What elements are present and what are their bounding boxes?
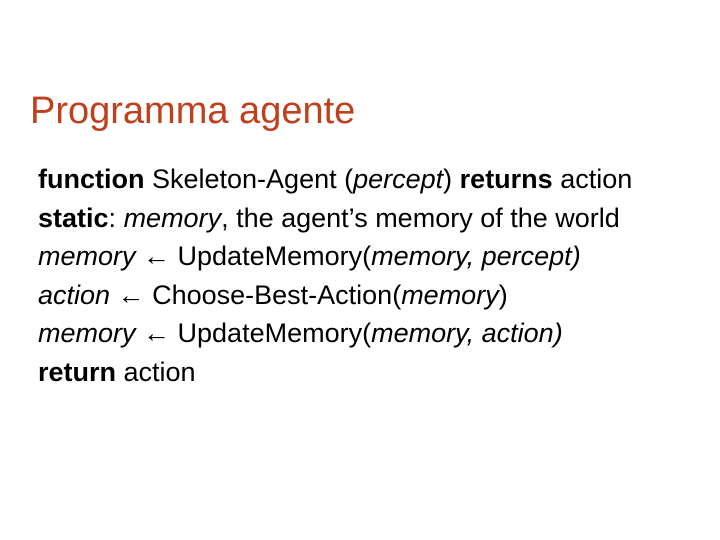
code-token: memory — [371, 318, 467, 348]
code-token: memory — [123, 202, 222, 233]
code-token: returns — [459, 164, 553, 194]
code-line-signature: function Skeleton-Agent (percept) return… — [38, 160, 686, 199]
code-token: , — [466, 318, 482, 348]
code-token: memory — [38, 241, 136, 271]
code-token: , the agent’s memory of the world — [221, 202, 620, 233]
code-token: Skeleton-Agent ( — [144, 164, 354, 194]
code-token: : — [108, 202, 124, 233]
code-token: , — [466, 241, 482, 271]
code-line-return-statement: return action — [38, 353, 686, 392]
code-token: memory — [401, 279, 499, 310]
code-token: function — [38, 164, 145, 194]
code-line-update-memory-percept: memory ← UpdateMemory(memory, percept) — [38, 237, 686, 276]
code-token: ← — [135, 318, 178, 348]
code-token: ) — [571, 241, 581, 271]
code-token: percept — [353, 164, 444, 194]
code-token: memory — [38, 318, 136, 348]
code-token: memory — [371, 241, 467, 271]
code-token: ) — [553, 318, 563, 348]
code-token: static — [38, 202, 109, 233]
code-token: ) — [498, 279, 508, 310]
code-token: ) — [443, 164, 460, 194]
code-token: action — [38, 279, 111, 310]
code-token: return — [38, 356, 117, 387]
code-token: percept — [481, 241, 572, 271]
code-token: UpdateMemory( — [177, 241, 372, 271]
code-line-update-memory-action: memory ← UpdateMemory(memory, action) — [38, 314, 686, 353]
code-token: action — [552, 164, 633, 194]
page-title: Programma agente — [30, 90, 356, 133]
code-token: Choose-Best-Action( — [152, 279, 402, 310]
code-token: UpdateMemory( — [177, 318, 372, 348]
code-token: action — [481, 318, 554, 348]
code-line-choose-best-action: action ← Choose-Best-Action(memory) — [38, 276, 686, 315]
code-line-static-declaration: static: memory, the agent’s memory of th… — [38, 199, 686, 238]
code-token: ← — [110, 279, 153, 310]
code-token: action — [116, 356, 196, 387]
code-token: ← — [135, 241, 178, 271]
pseudocode-block: function Skeleton-Agent (percept) return… — [38, 160, 686, 391]
